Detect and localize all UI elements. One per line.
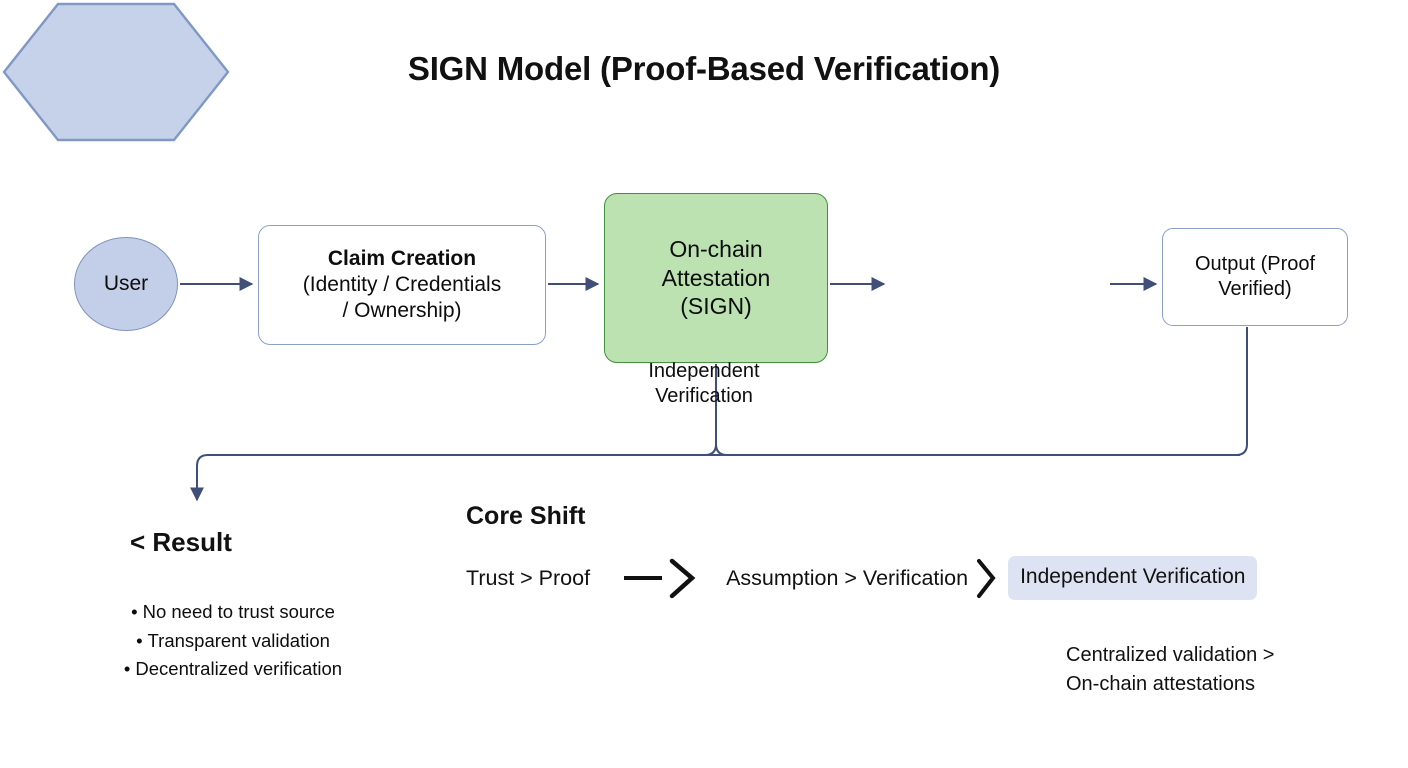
core-shift-highlight: Independent Verification [1008,556,1258,600]
core-shift-from: Trust > Proof [466,565,591,590]
bullet-icon: • [131,601,138,622]
node-claim-sub2: / Ownership) [342,299,462,323]
node-claim-creation[interactable]: Claim Creation (Identity / Credentials /… [258,225,546,345]
bullet-icon: • [123,658,131,680]
node-attestation-line1: On-chain [669,235,763,262]
bullet-icon: • [136,629,143,651]
result-item-text: Decentralized verification [135,658,343,680]
node-user-label: User [103,271,149,295]
chevron-right-icon [974,556,998,600]
result-item-text: Transparent validation [147,629,330,651]
result-heading: < Result [130,527,232,557]
node-verification-line2: Verification [655,385,753,407]
node-onchain-attestation[interactable]: On-chain Attestation (SIGN) [604,193,828,363]
node-independent-verification[interactable]: Independent Verification [0,0,760,407]
node-user[interactable]: User [74,237,178,331]
list-item: •Transparent validation [68,627,398,656]
result-item-text: No need to trust source [142,601,335,622]
list-item: •No need to trust source [68,598,398,627]
note-line-2: On-chain attestations [1066,673,1255,695]
node-attestation-line3: (SIGN) [680,293,752,320]
note-line-1: Centralized validation > [1066,644,1275,666]
long-arrow-icon [622,556,700,600]
core-shift-middle: Assumption > Verification [726,565,969,590]
node-verification-line1: Independent [648,360,760,382]
node-claim-title: Claim Creation [327,246,477,270]
result-list: •No need to trust source •Transparent va… [68,598,398,684]
core-shift-row: Trust > Proof Assumption > Verification … [466,556,1258,600]
node-claim-sub1: (Identity / Credentials [302,272,502,296]
page-title: SIGN Model (Proof-Based Verification) [407,50,1001,87]
list-item: •Decentralized verification [68,655,398,684]
node-output-proof-verified[interactable]: Output (Proof Verified) [1162,228,1348,326]
node-output-line1: Output (Proof [1194,253,1316,275]
note-block: Centralized validation > On-chain attest… [1066,641,1274,699]
node-output-line2: Verified) [1218,278,1292,300]
core-shift-heading: Core Shift [466,502,586,530]
node-attestation-line2: Attestation [661,264,771,291]
hexagon-shape [2,2,230,142]
